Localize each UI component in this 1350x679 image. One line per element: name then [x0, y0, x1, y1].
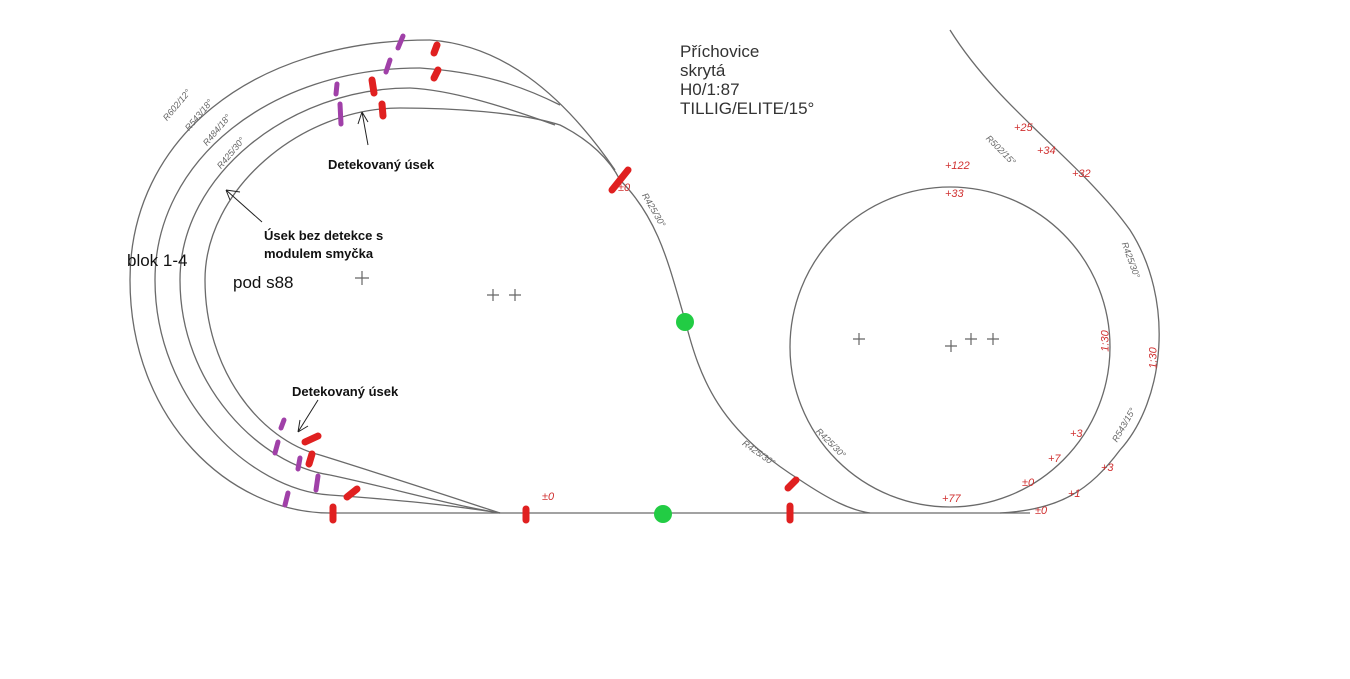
label-under-s88: pod s88	[233, 273, 294, 292]
track-loop-3	[179, 87, 411, 476]
title-line-system: TILLIG/ELITE/15°	[680, 99, 815, 118]
height-mark: +3	[1101, 462, 1114, 474]
height-mark: ±0	[618, 182, 631, 194]
title-block: Příchovice skrytá H0/1:87 TILLIG/ELITE/1…	[680, 42, 814, 118]
height-mark: ±0	[542, 491, 555, 503]
track-loop-1	[129, 39, 431, 514]
track-loop-2	[154, 67, 421, 496]
annotation-detected-top: Detekovaný úsek	[328, 157, 435, 172]
crosses	[355, 271, 999, 352]
annotation-arrows	[225, 111, 369, 433]
height-mark: 1:30	[1099, 330, 1112, 352]
red-markers	[301, 41, 800, 524]
helix-outer-arc	[949, 29, 1160, 514]
height-mark: 1:30	[1147, 347, 1160, 369]
fan-tracks	[319, 39, 1030, 514]
height-mark: +32	[1072, 168, 1091, 180]
height-mark: ±0	[1035, 505, 1048, 517]
track-loop-4	[204, 107, 401, 456]
annotation-detected-bottom: Detekovaný úsek	[292, 384, 399, 399]
height-mark: +3	[1070, 428, 1083, 440]
title-line-scale: H0/1:87	[680, 80, 740, 99]
annotation-undetected-1: Úsek bez detekce s	[264, 228, 384, 243]
height-mark: +122	[945, 160, 970, 172]
label-block: blok 1-4	[127, 251, 188, 270]
green-dot-curve	[676, 313, 694, 331]
height-mark: +7	[1048, 453, 1061, 465]
height-mark: +1	[1068, 488, 1081, 500]
height-mark: ±0	[1022, 477, 1035, 489]
green-dots	[654, 313, 694, 523]
purple-markers	[272, 33, 406, 508]
left-loop-tracks	[129, 39, 431, 514]
title-line-station: Příchovice	[680, 42, 760, 61]
annotation-undetected-2: modulem smyčka	[264, 246, 374, 261]
title-line-hidden: skrytá	[680, 61, 726, 80]
height-mark: +25	[1014, 122, 1033, 134]
helix-inner-circle	[789, 186, 1111, 508]
helix-tracks	[789, 29, 1160, 514]
green-dot-straight	[654, 505, 672, 523]
height-mark: +77	[942, 493, 961, 505]
height-mark: +34	[1037, 145, 1056, 157]
height-mark: +33	[945, 188, 964, 200]
